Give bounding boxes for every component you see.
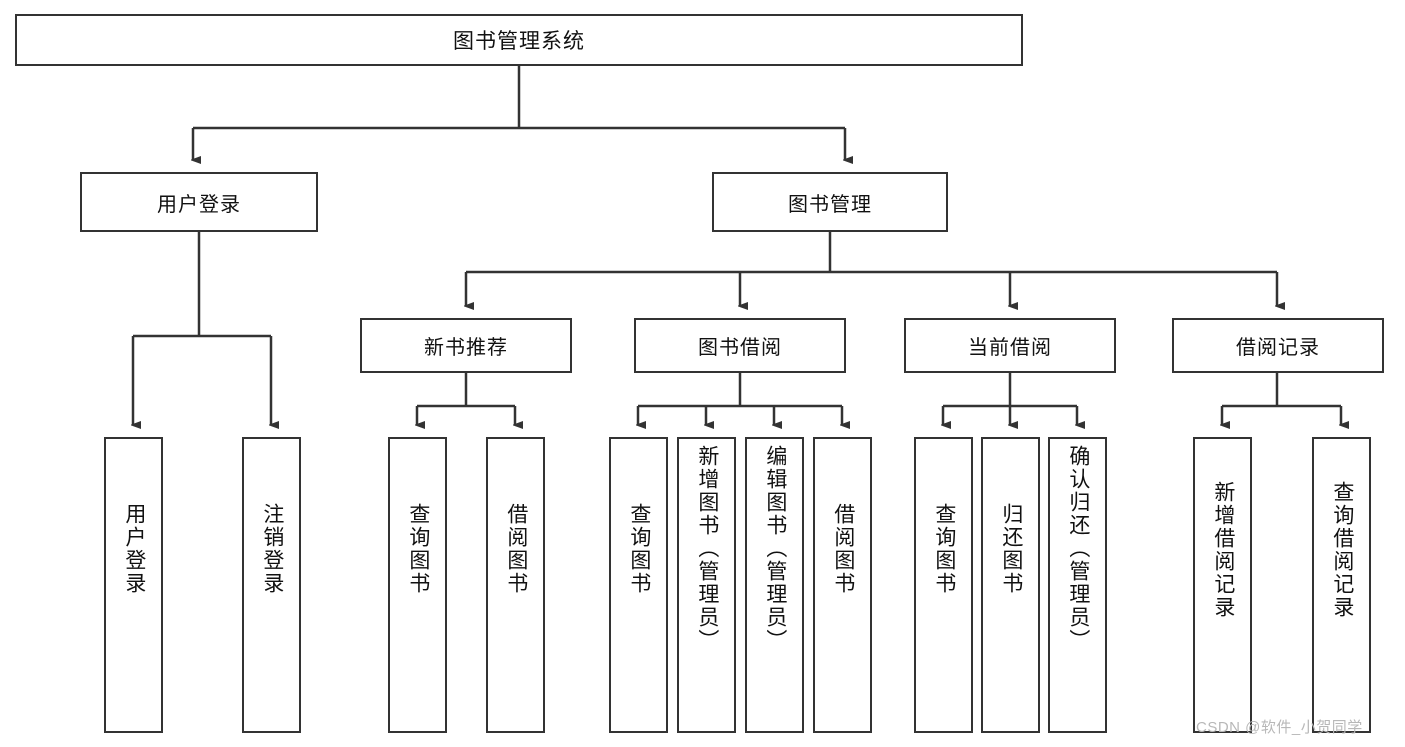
leaf-new-book-borrow-label: 借阅图书 xyxy=(504,503,528,595)
leaf-new-book-query-label: 查询图书 xyxy=(406,503,430,595)
leaf-borrow-query-book-label: 查询图书 xyxy=(627,503,651,595)
leaf-borrow-edit-book[interactable]: 编辑图书（管理员） xyxy=(745,437,804,733)
node-user-login-label: 用户登录 xyxy=(157,193,241,216)
leaf-new-book-query[interactable]: 查询图书 xyxy=(388,437,447,733)
leaf-borrow-add-book[interactable]: 新增图书（管理员） xyxy=(677,437,736,733)
leaf-current-return-book[interactable]: 归还图书 xyxy=(981,437,1040,733)
node-user-login[interactable]: 用户登录 xyxy=(80,172,318,232)
csdn-watermark: CSDN @软件_小贺同学 xyxy=(1196,719,1363,736)
node-new-book-recommend[interactable]: 新书推荐 xyxy=(360,318,572,373)
leaf-current-query-book[interactable]: 查询图书 xyxy=(914,437,973,733)
node-borrow-record[interactable]: 借阅记录 xyxy=(1172,318,1384,373)
leaf-borrow-borrow-book-label: 借阅图书 xyxy=(831,503,855,595)
leaf-borrow-borrow-book[interactable]: 借阅图书 xyxy=(813,437,872,733)
leaf-user-login-login[interactable]: 用户登录 xyxy=(104,437,163,733)
node-book-management[interactable]: 图书管理 xyxy=(712,172,948,232)
node-root-label: 图书管理系统 xyxy=(453,30,585,53)
leaf-record-query-record-label: 查询借阅记录 xyxy=(1330,481,1354,619)
node-new-book-recommend-label: 新书推荐 xyxy=(424,337,508,359)
leaf-user-login-logout-label: 注销登录 xyxy=(260,503,284,595)
node-root[interactable]: 图书管理系统 xyxy=(15,14,1023,66)
leaf-record-query-record[interactable]: 查询借阅记录 xyxy=(1312,437,1371,733)
leaf-current-confirm-return-label: 确认归还（管理员） xyxy=(1066,445,1090,652)
leaf-record-add-record-label: 新增借阅记录 xyxy=(1211,481,1235,619)
leaf-current-confirm-return[interactable]: 确认归还（管理员） xyxy=(1048,437,1107,733)
node-book-borrow[interactable]: 图书借阅 xyxy=(634,318,846,373)
leaf-user-login-login-label: 用户登录 xyxy=(122,503,146,595)
leaf-borrow-edit-book-label: 编辑图书（管理员） xyxy=(763,445,787,652)
node-borrow-record-label: 借阅记录 xyxy=(1236,337,1320,359)
leaf-user-login-logout[interactable]: 注销登录 xyxy=(242,437,301,733)
node-current-borrow-label: 当前借阅 xyxy=(968,337,1052,359)
leaf-current-return-book-label: 归还图书 xyxy=(999,503,1023,595)
leaf-borrow-query-book[interactable]: 查询图书 xyxy=(609,437,668,733)
node-current-borrow[interactable]: 当前借阅 xyxy=(904,318,1116,373)
leaf-borrow-add-book-label: 新增图书（管理员） xyxy=(695,445,719,652)
leaf-new-book-borrow[interactable]: 借阅图书 xyxy=(486,437,545,733)
leaf-record-add-record[interactable]: 新增借阅记录 xyxy=(1193,437,1252,733)
node-book-management-label: 图书管理 xyxy=(788,193,872,216)
node-book-borrow-label: 图书借阅 xyxy=(698,337,782,359)
leaf-current-query-book-label: 查询图书 xyxy=(932,503,956,595)
